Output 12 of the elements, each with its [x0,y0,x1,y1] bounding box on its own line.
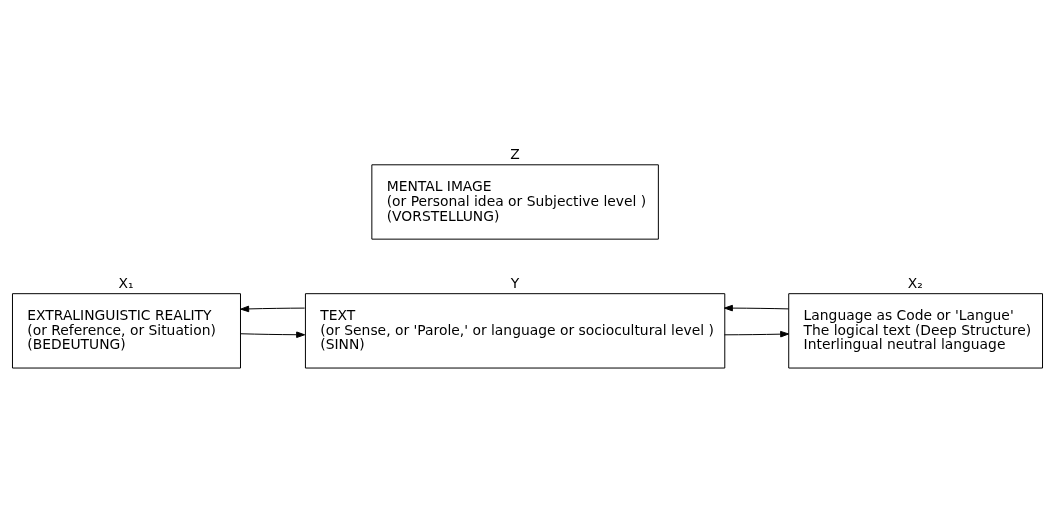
node-label: Z [510,146,520,163]
node-box: Language as Code or 'Langue' The logical text (Deep Structure) Interlingual neutral language [788,293,1043,369]
node-label: X₁ [118,274,134,291]
arrow [240,305,306,313]
node-label: X₂ [907,274,923,291]
arrow [240,331,306,338]
node-label: Y [510,274,520,291]
node-box: EXTRALINGUISTIC REALITY (or Reference, or Situation) (BEDEUTUNG) [12,293,241,369]
arrow [723,304,790,312]
node-box: TEXT (or Sense, or 'Parole,' or language or sociocultural level ) (SINN) [304,293,726,369]
arrow [723,330,790,338]
node-box: MENTAL IMAGE (or Personal idea or Subjective level ) (VORSTELLUNG) [371,164,659,240]
